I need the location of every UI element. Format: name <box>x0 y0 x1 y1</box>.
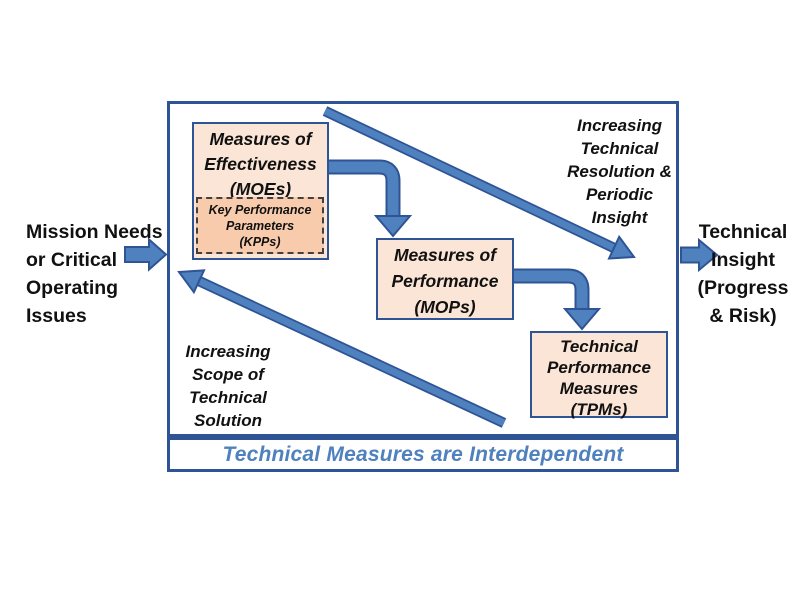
footer-caption: Technical Measures are Interdependent <box>222 442 624 466</box>
kpps-box: Key Performance Parameters (KPPs) <box>196 197 324 254</box>
kpps-label: Key Performance Parameters (KPPs) <box>208 202 312 249</box>
annotation-increasing-scope: Increasing Scope of Technical Solution <box>185 342 271 430</box>
mops-label: Measures of Performance (MOPs) <box>391 245 499 317</box>
mission-needs-label: Mission Needs or Critical Operating Issu… <box>26 221 163 327</box>
tpms-box: Technical Performance Measures (TPMs) <box>530 331 668 419</box>
moes-label: Measures of Effectiveness (MOEs) <box>204 129 317 199</box>
mops-box: Measures of Performance (MOPs) <box>376 238 514 320</box>
annotation-increasing-resolution: Increasing Technical Resolution & Period… <box>567 116 672 227</box>
technical-insight-label: Technical Insight (Progress & Risk) <box>697 221 789 327</box>
footer-banner: Technical Measures are Interdependent <box>167 437 679 472</box>
tpms-label: Technical Performance Measures (TPMs) <box>547 337 651 419</box>
